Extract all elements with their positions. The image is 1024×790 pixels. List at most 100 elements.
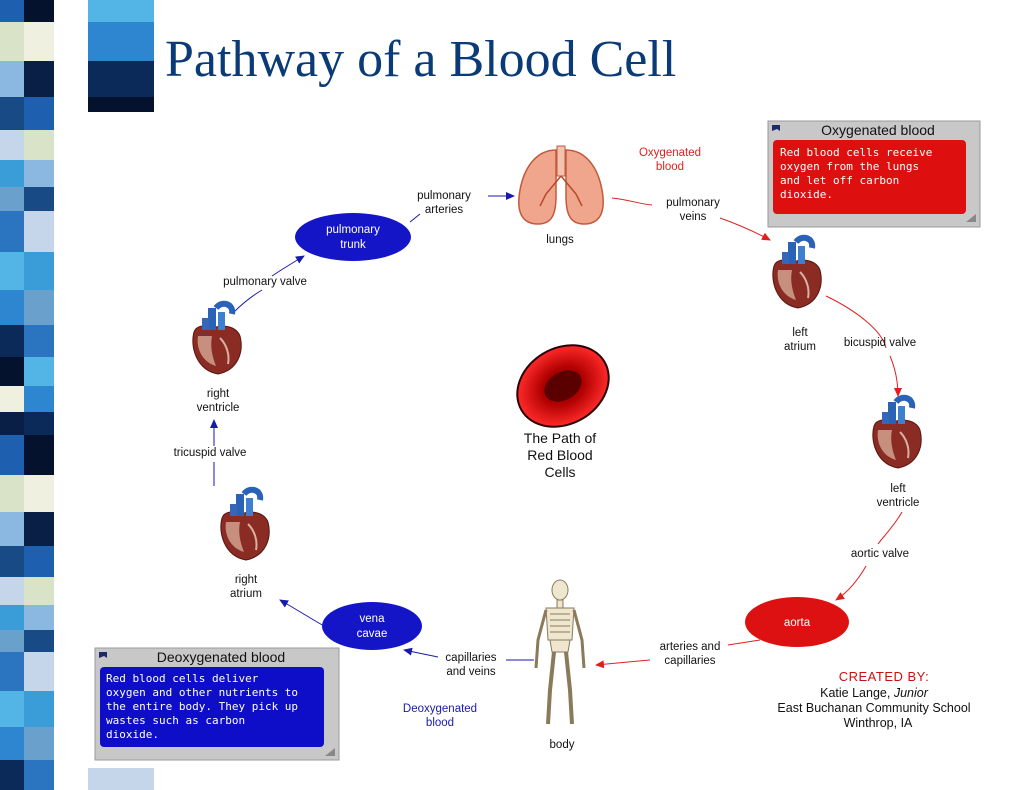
decorative-stripe	[24, 435, 54, 475]
connector-trunk-to-pulmonary-arteries	[409, 213, 421, 223]
note-icon	[772, 125, 780, 131]
pulmonary-trunk-label-2: trunk	[340, 239, 366, 251]
decorative-stripe	[24, 187, 54, 211]
oxygenated-note-line: Red blood cells receive	[780, 146, 932, 159]
deoxygenated-blood-label-1: Deoxygenated	[403, 703, 477, 715]
center-label-2: Red Blood	[527, 447, 592, 463]
oxygenated-note-line: oxygen from the lungs	[780, 160, 919, 173]
deoxygenated-note-line: wastes such as carbon	[106, 714, 245, 727]
heart-icon	[773, 238, 821, 308]
capillaries-veins-label-1: capillaries	[445, 652, 496, 664]
decorative-stripe	[24, 211, 54, 252]
decorative-stripe	[0, 412, 24, 435]
deoxygenated-note-line: Red blood cells deliver	[106, 672, 259, 685]
decorative-stripe	[24, 0, 54, 22]
decorative-stripe	[0, 386, 24, 412]
heart-icon	[873, 398, 921, 468]
aorta-node	[745, 597, 849, 647]
decorative-stripe	[0, 605, 24, 630]
decorative-stripe	[88, 0, 154, 22]
connector-arteries-to-body	[595, 659, 651, 669]
resize-grip-icon	[966, 214, 976, 222]
decorative-stripe	[24, 386, 54, 412]
decorative-stripe	[24, 290, 54, 325]
decorative-stripe	[24, 357, 54, 386]
tricuspid-valve-label: tricuspid valve	[174, 447, 247, 459]
pulmonary-trunk-node	[295, 213, 411, 261]
decorative-stripe	[24, 22, 54, 61]
connector-left-ventricle-to-aortic	[877, 511, 903, 545]
vena-cavae-label-1: vena	[360, 613, 386, 625]
note-icon	[99, 652, 107, 658]
deoxygenated-note-box: Deoxygenated blood Red blood cells deliv…	[94, 647, 340, 761]
decorative-stripe	[0, 546, 24, 577]
pulmonary-veins-label-2: veins	[680, 211, 707, 223]
decorative-stripe	[24, 475, 54, 512]
decorative-stripe	[24, 546, 54, 577]
connector-pulmonary-valve-to-trunk	[271, 255, 305, 277]
decorative-stripe	[0, 630, 24, 652]
decorative-stripe	[24, 630, 54, 652]
decorative-stripe	[0, 97, 24, 130]
capillaries-veins-label-2: and veins	[446, 666, 495, 678]
left-ventricle-label-1: left	[890, 483, 906, 495]
decorative-stripe	[0, 435, 24, 475]
decorative-stripe	[0, 357, 24, 386]
decorative-stripe	[0, 512, 24, 546]
arteries-capillaries-label-1: arteries and	[660, 641, 721, 653]
credits-location: Winthrop, IA	[844, 716, 913, 730]
left-atrium-label-2: atrium	[784, 341, 816, 353]
connector-vena-to-right-atrium	[279, 599, 325, 627]
pulmonary-valve-label: pulmonary valve	[223, 276, 307, 288]
right-atrium-label-1: right	[235, 574, 258, 586]
decorative-stripe	[0, 61, 24, 97]
vena-cavae-label-2: cavae	[357, 628, 388, 640]
heart-icon	[221, 490, 269, 560]
decorative-stripe	[0, 211, 24, 252]
center-label-1: The Path of	[524, 430, 596, 446]
pulmonary-trunk-label-1: pulmonary	[326, 224, 380, 236]
deoxygenated-note-title: Deoxygenated blood	[157, 649, 285, 665]
connector-veins-to-left-atrium	[719, 217, 771, 241]
credits-author-line: Katie Lange, Junior	[820, 686, 929, 700]
connector-lungs-to-left-atrium	[611, 197, 653, 206]
decorative-stripe	[24, 252, 54, 290]
connector-aortic-to-aorta	[835, 565, 867, 601]
decorative-stripe	[24, 691, 54, 727]
right-atrium-label-2: atrium	[230, 588, 262, 600]
decorative-stripe	[0, 475, 24, 512]
connector-aorta-to-arteries	[727, 639, 761, 646]
deoxygenated-note-line: oxygen and other nutrients to	[106, 686, 298, 699]
decorative-stripe	[0, 22, 24, 61]
decorative-stripe	[24, 130, 54, 160]
arteries-capillaries-label-2: capillaries	[664, 655, 715, 667]
body-label: body	[550, 739, 575, 751]
decorative-stripe	[0, 160, 24, 187]
heart-icon	[193, 304, 241, 374]
decorative-stripe	[24, 412, 54, 435]
decorative-stripe	[88, 22, 154, 61]
deoxygenated-note-line: the entire body. They pick up	[106, 700, 298, 713]
decorative-stripe	[0, 691, 24, 727]
pulmonary-arteries-label-2: arteries	[425, 204, 464, 216]
pulmonary-veins-label-1: pulmonary	[666, 197, 720, 209]
blood-pathway-diagram: lungs pulmonary arteries pulmonary veins…	[94, 120, 981, 761]
decorative-stripe	[24, 97, 54, 130]
decorative-stripe	[0, 577, 24, 605]
decorative-stripe	[24, 325, 54, 357]
center-label-3: Cells	[544, 464, 575, 480]
deoxygenated-blood-label-2: blood	[426, 717, 454, 729]
deoxygenated-note-line: dioxide.	[106, 728, 159, 741]
oxygenated-blood-label-2: blood	[656, 161, 684, 173]
lungs-icon	[518, 145, 604, 225]
oxygenated-note-line: dioxide.	[780, 188, 833, 201]
connector-capillaries-to-vena	[403, 647, 439, 658]
oxygenated-blood-label-1: Oxygenated	[639, 147, 701, 159]
aorta-label: aorta	[784, 617, 811, 629]
credits-heading: CREATED BY:	[839, 669, 930, 684]
decorative-stripe	[0, 187, 24, 211]
left-atrium-label-1: left	[792, 327, 808, 339]
decorative-stripe	[24, 605, 54, 630]
aortic-valve-label: aortic valve	[851, 548, 909, 560]
decorative-stripe	[0, 290, 24, 325]
